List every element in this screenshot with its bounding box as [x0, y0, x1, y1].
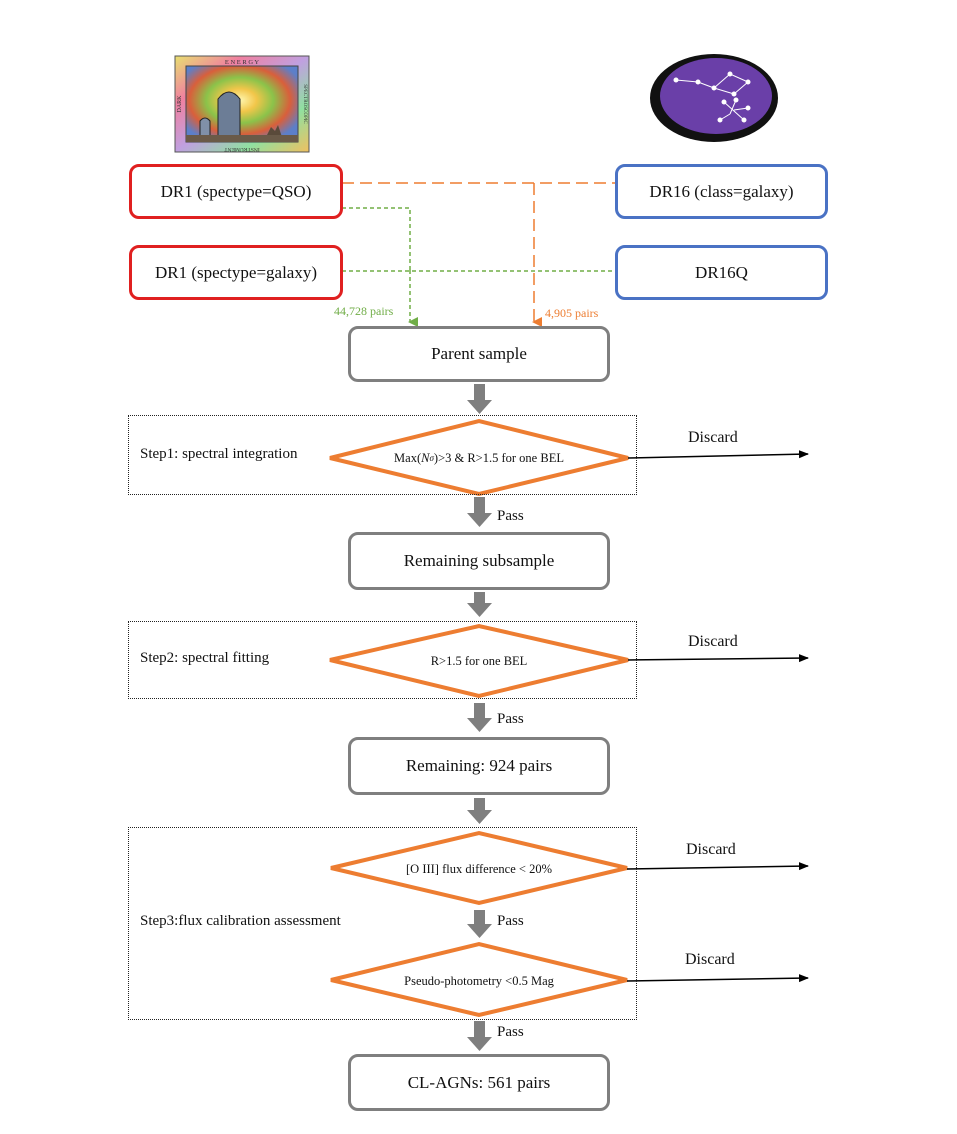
discard-label-4: Discard	[685, 951, 735, 968]
node-parent-sample-label: Parent sample	[431, 344, 527, 363]
flow-arrow-1	[467, 384, 492, 414]
flow-arrow-6	[467, 910, 492, 938]
svg-text:INSTRUMENT: INSTRUMENT	[224, 146, 260, 152]
pass-label-1: Pass	[497, 508, 524, 524]
source-sdss-qso: DR16Q	[615, 245, 828, 300]
discard-label-1: Discard	[688, 429, 738, 446]
flow-arrow-3	[467, 592, 492, 617]
step3-region	[128, 827, 637, 1020]
source-sdss-galaxy: DR16 (class=galaxy)	[615, 164, 828, 219]
pass-label-2: Pass	[497, 711, 524, 727]
pass-label-3: Pass	[497, 913, 524, 929]
source-desi-galaxy: DR1 (spectype=galaxy)	[129, 245, 343, 300]
node-parent-sample: Parent sample	[348, 326, 610, 382]
node-final-cl-agns-label: CL-AGNs: 561 pairs	[407, 1072, 551, 1092]
source-sdss-qso-label: DR16Q	[695, 262, 748, 282]
svg-text:DARK: DARK	[177, 95, 183, 113]
criterion-step1-var: N	[421, 450, 430, 465]
diamond-oiii	[330, 830, 628, 906]
discard-label-2: Discard	[688, 633, 738, 650]
step1-label: Step1: spectral integration	[140, 446, 298, 462]
criterion-photometry: Pseudo-photometry <0.5 Mag	[404, 973, 554, 988]
criterion-step1-post: )>3 & R>1.5 for one BEL	[433, 450, 564, 465]
node-remaining-subsample: Remaining subsample	[348, 532, 610, 590]
source-desi-qso: DR1 (spectype=QSO)	[129, 164, 343, 219]
sdss-logo	[650, 54, 778, 142]
step2-label: Step2: spectral fitting	[140, 650, 270, 666]
svg-text:SPECTROSCOPIC: SPECTROSCOPIC	[302, 84, 307, 124]
flow-arrow-7	[467, 1021, 492, 1051]
step2-region	[128, 621, 637, 699]
node-remaining-924: Remaining: 924 pairs	[348, 737, 610, 795]
source-desi-galaxy-label: DR1 (spectype=galaxy)	[154, 262, 318, 282]
flow-arrow-2	[467, 497, 492, 527]
step1-region	[128, 415, 637, 495]
diamond-photometry	[330, 941, 628, 1018]
node-remaining-subsample-label: Remaining subsample	[403, 551, 555, 570]
source-sdss-galaxy-label: DR16 (class=galaxy)	[649, 181, 794, 201]
flow-arrow-4	[467, 703, 492, 732]
node-remaining-924-label: Remaining: 924 pairs	[405, 756, 553, 775]
criterion-step1-pre: Max(	[394, 450, 422, 465]
flow-arrow-5	[467, 798, 492, 824]
discard-label-3: Discard	[686, 841, 736, 858]
desi-logo: E N E R G Y SPECTROSCOPIC INSTRUMENT DAR…	[174, 55, 310, 153]
criterion-step1-sub: σ	[429, 453, 434, 463]
discard-arrows	[626, 450, 809, 983]
gray-flow-arrows	[467, 384, 492, 1051]
pass-label-4: Pass	[497, 1024, 524, 1040]
pairs-label-orange: 4,905 pairs	[545, 306, 599, 320]
criterion-step2: R>1.5 for one BEL	[430, 653, 528, 668]
discard-arrow-3	[626, 862, 809, 871]
pairs-label-green: 44,728 pairs	[334, 304, 394, 318]
criterion-oiii: [O III] flux difference < 20%	[406, 861, 552, 876]
discard-arrow-1	[627, 450, 809, 459]
source-desi-qso-label: DR1 (spectype=QSO)	[160, 181, 312, 201]
discard-arrow-4	[626, 974, 809, 983]
node-final-cl-agns: CL-AGNs: 561 pairs	[348, 1054, 610, 1111]
svg-text:E N E R G Y: E N E R G Y	[225, 59, 260, 66]
step3-label: Step3:flux calibration assessment	[140, 913, 341, 929]
green-dashed-link-qso	[342, 207, 411, 270]
discard-arrow-2	[627, 654, 809, 663]
